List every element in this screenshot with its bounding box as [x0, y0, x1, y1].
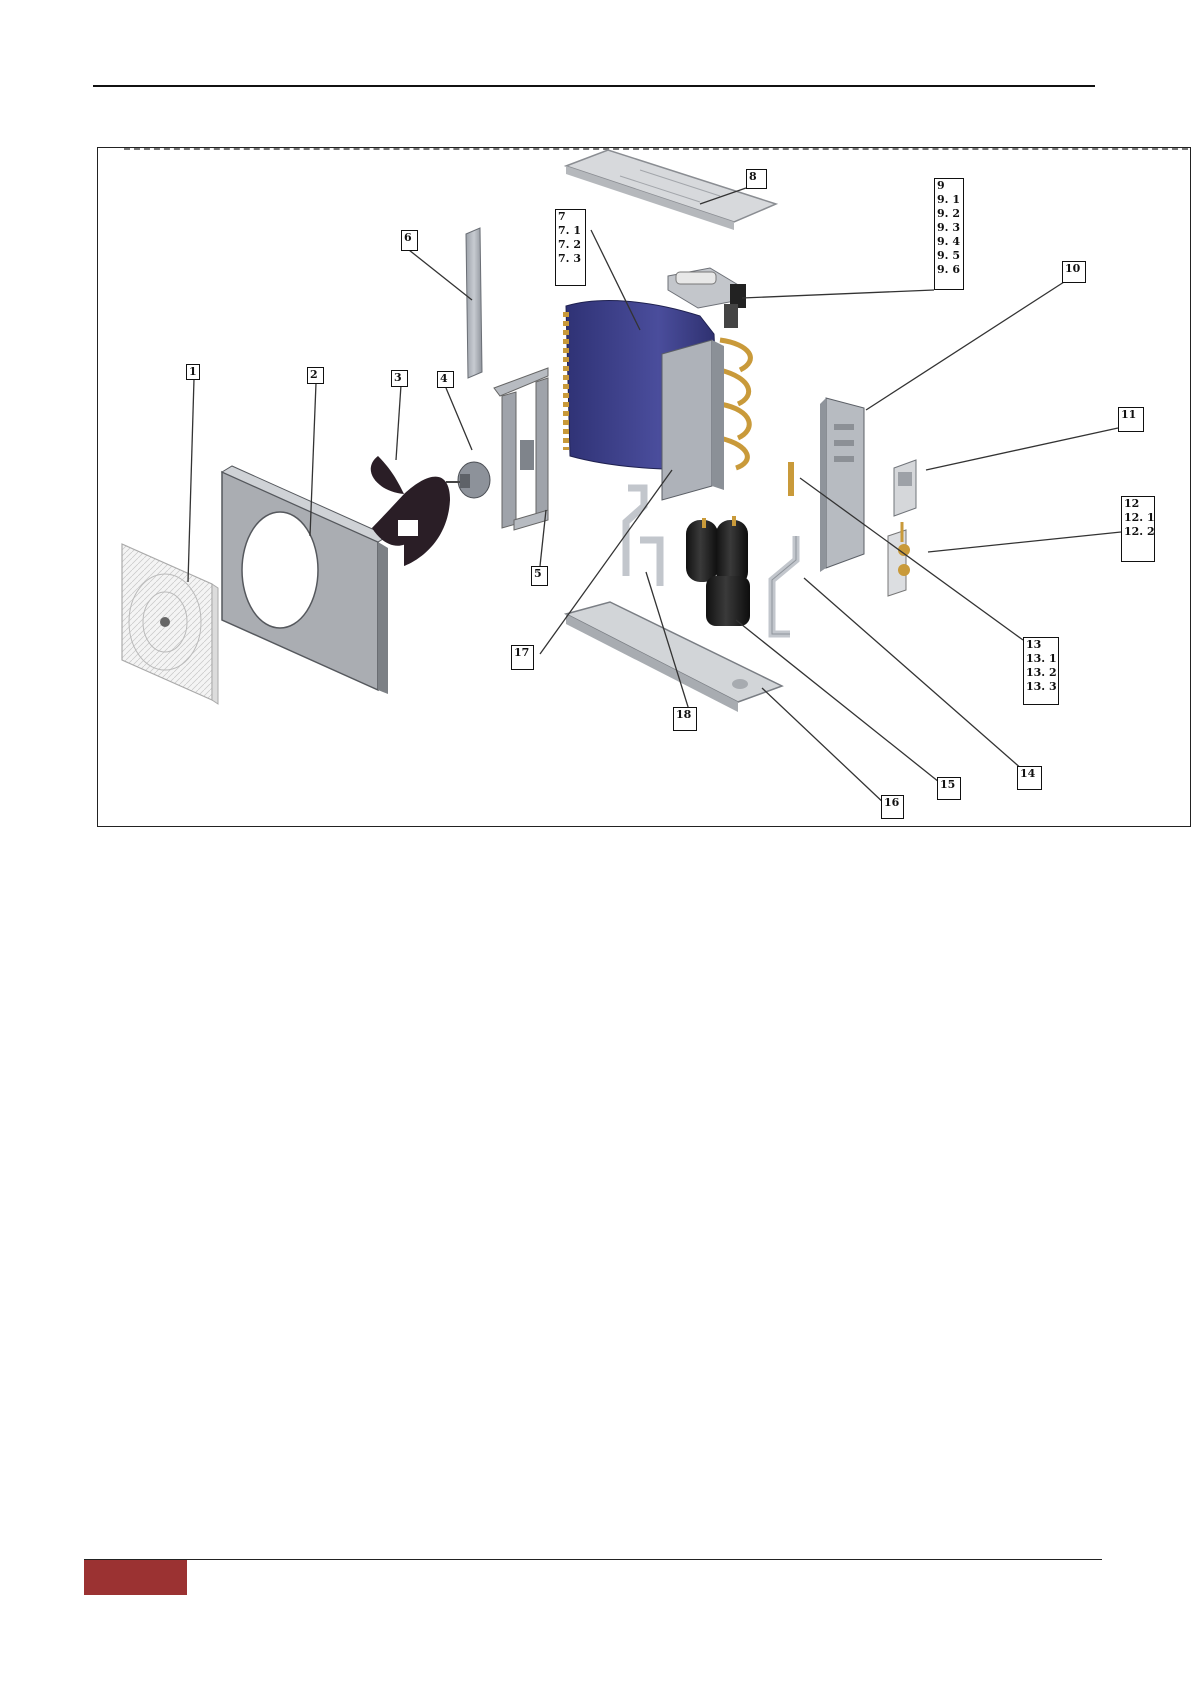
top-cover [566, 150, 776, 230]
callout-4: 4 [437, 371, 454, 388]
footer-accent-bar [84, 1560, 187, 1595]
callout-text: 12. 1 [1124, 511, 1152, 525]
callout-text: 11 [1121, 408, 1141, 422]
right-side-plate [820, 398, 864, 572]
leader-lines [188, 188, 1121, 806]
callout-8: 8 [746, 169, 767, 189]
callout-6: 6 [401, 230, 418, 251]
callout-text: 15 [940, 778, 958, 792]
valve [788, 462, 794, 496]
callout-text: 3 [394, 371, 405, 385]
callout-text: 13 [1026, 638, 1056, 652]
partition-bar [466, 228, 482, 378]
compressor [686, 516, 750, 626]
side-panel [662, 340, 724, 500]
callout-text: 12 [1124, 497, 1152, 511]
callout-text: 5 [534, 567, 545, 581]
callout-text: 10 [1065, 262, 1083, 276]
callout-text: 7. 1 [558, 224, 583, 238]
callout-text: 14 [1020, 767, 1039, 781]
callout-text: 7. 3 [558, 252, 583, 266]
callout-16: 16 [881, 795, 904, 819]
callout-text: 4 [440, 372, 451, 386]
callout-17: 17 [511, 645, 534, 670]
callout-text: 9. 3 [937, 221, 961, 235]
callout-12: 12 12. 1 12. 2 [1121, 496, 1155, 562]
motor-bracket [494, 368, 548, 530]
callout-text: 6 [404, 231, 415, 245]
front-grille [122, 544, 218, 704]
callout-text: 9. 1 [937, 193, 961, 207]
discharge-pipe [772, 536, 796, 634]
callout-2: 2 [307, 367, 324, 384]
valve-support [888, 522, 910, 596]
callout-text: 13. 2 [1026, 666, 1056, 680]
callout-text: 8 [749, 170, 764, 184]
callout-text: 16 [884, 796, 901, 810]
callout-text: 13. 1 [1026, 652, 1056, 666]
callout-text: 7 [558, 210, 583, 224]
front-panel [222, 466, 388, 694]
suction-pipe [626, 488, 660, 586]
callout-11: 11 [1118, 407, 1144, 432]
handle [894, 460, 916, 516]
callout-13: 13 13. 1 13. 2 13. 3 [1023, 637, 1059, 705]
callout-text: 13. 3 [1026, 680, 1056, 694]
callout-10: 10 [1062, 261, 1086, 283]
callout-1: 1 [186, 364, 200, 380]
callout-9: 9 9. 1 9. 2 9. 3 9. 4 9. 5 9. 6 [934, 178, 964, 290]
callout-3: 3 [391, 370, 408, 387]
callout-text: 9. 5 [937, 249, 961, 263]
callout-5: 5 [531, 566, 548, 586]
callout-text: 9. 6 [937, 263, 961, 277]
fan-motor [446, 462, 490, 498]
callout-text: 1 [189, 365, 197, 379]
callout-text: 9. 2 [937, 207, 961, 221]
callout-text: 9 [937, 179, 961, 193]
callout-text: 18 [676, 708, 694, 722]
callout-text: 9. 4 [937, 235, 961, 249]
callout-text: 17 [514, 646, 531, 660]
callout-text: 2 [310, 368, 321, 382]
callout-7: 7 7. 1 7. 2 7. 3 [555, 209, 586, 286]
callout-text: 7. 2 [558, 238, 583, 252]
callout-18: 18 [673, 707, 697, 731]
footer-rule [84, 1559, 1102, 1560]
callout-14: 14 [1017, 766, 1042, 790]
callout-text: 12. 2 [1124, 525, 1152, 539]
callout-15: 15 [937, 777, 961, 800]
